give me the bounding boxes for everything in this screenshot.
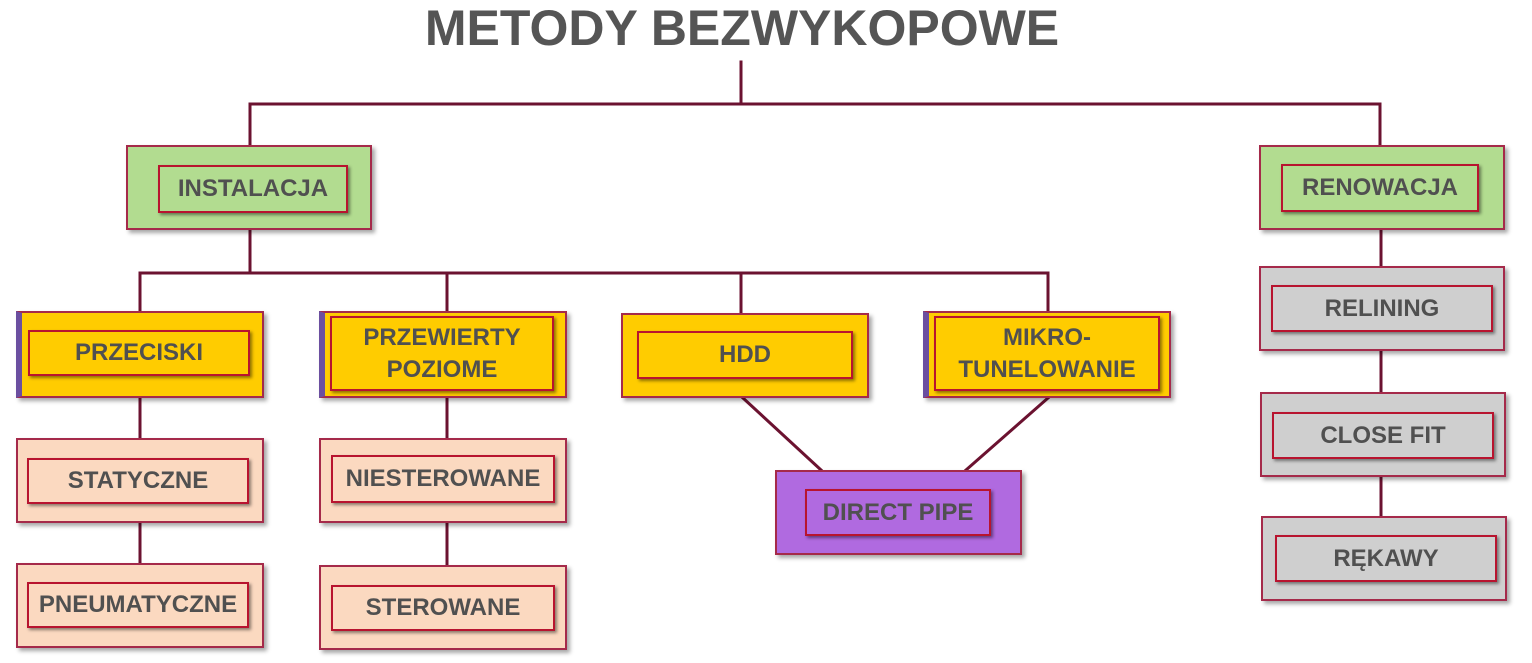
direct-pipe-node: DIRECT PIPE [775,470,1022,555]
connector-mikro-directpipe [963,395,1051,473]
installation-label: INSTALACJA [158,165,348,213]
renovation-node: RENOWACJA [1259,145,1505,230]
mikrotunelowanie-label-line1: MIKRO- [1003,323,1091,351]
relining-label: RELINING [1271,285,1493,332]
direct-pipe-label: DIRECT PIPE [805,489,991,536]
mikrotunelowanie-node: MIKRO- TUNELOWANIE [923,311,1171,398]
statyczne-node: STATYCZNE [16,438,264,523]
przeciski-node: PRZECISKI [16,311,264,398]
close-fit-label: CLOSE FIT [1272,412,1494,459]
przeciski-label: PRZECISKI [28,330,250,376]
przewierty-label-line1: PRZEWIERTY [363,323,521,351]
przewierty-label-line2: POZIOME [386,355,498,383]
pneumatyczne-label: PNEUMATYCZNE [27,582,249,628]
installation-node: INSTALACJA [126,145,372,230]
connector-hdd-directpipe [740,395,824,473]
przewierty-label: PRZEWIERTY POZIOME [330,316,554,391]
niesterowane-label: NIESTEROWANE [331,455,555,503]
rekawy-label: RĘKAWY [1275,535,1497,582]
hdd-node: HDD [621,313,869,398]
pneumatyczne-node: PNEUMATYCZNE [16,563,264,648]
close-fit-node: CLOSE FIT [1260,392,1506,477]
hdd-label: HDD [637,331,853,379]
renovation-label: RENOWACJA [1281,164,1479,212]
mikrotunelowanie-label: MIKRO- TUNELOWANIE [934,316,1160,391]
statyczne-label: STATYCZNE [27,458,249,504]
diagram-title: METODY BEZWYKOPOWE [424,0,1060,56]
rekawy-node: RĘKAWY [1261,516,1507,601]
relining-node: RELINING [1259,266,1505,351]
przewierty-node: PRZEWIERTY POZIOME [319,311,567,398]
sterowane-label: STEROWANE [331,585,555,631]
sterowane-node: STEROWANE [319,565,567,650]
niesterowane-node: NIESTEROWANE [319,438,567,523]
mikrotunelowanie-label-line2: TUNELOWANIE [958,355,1136,383]
